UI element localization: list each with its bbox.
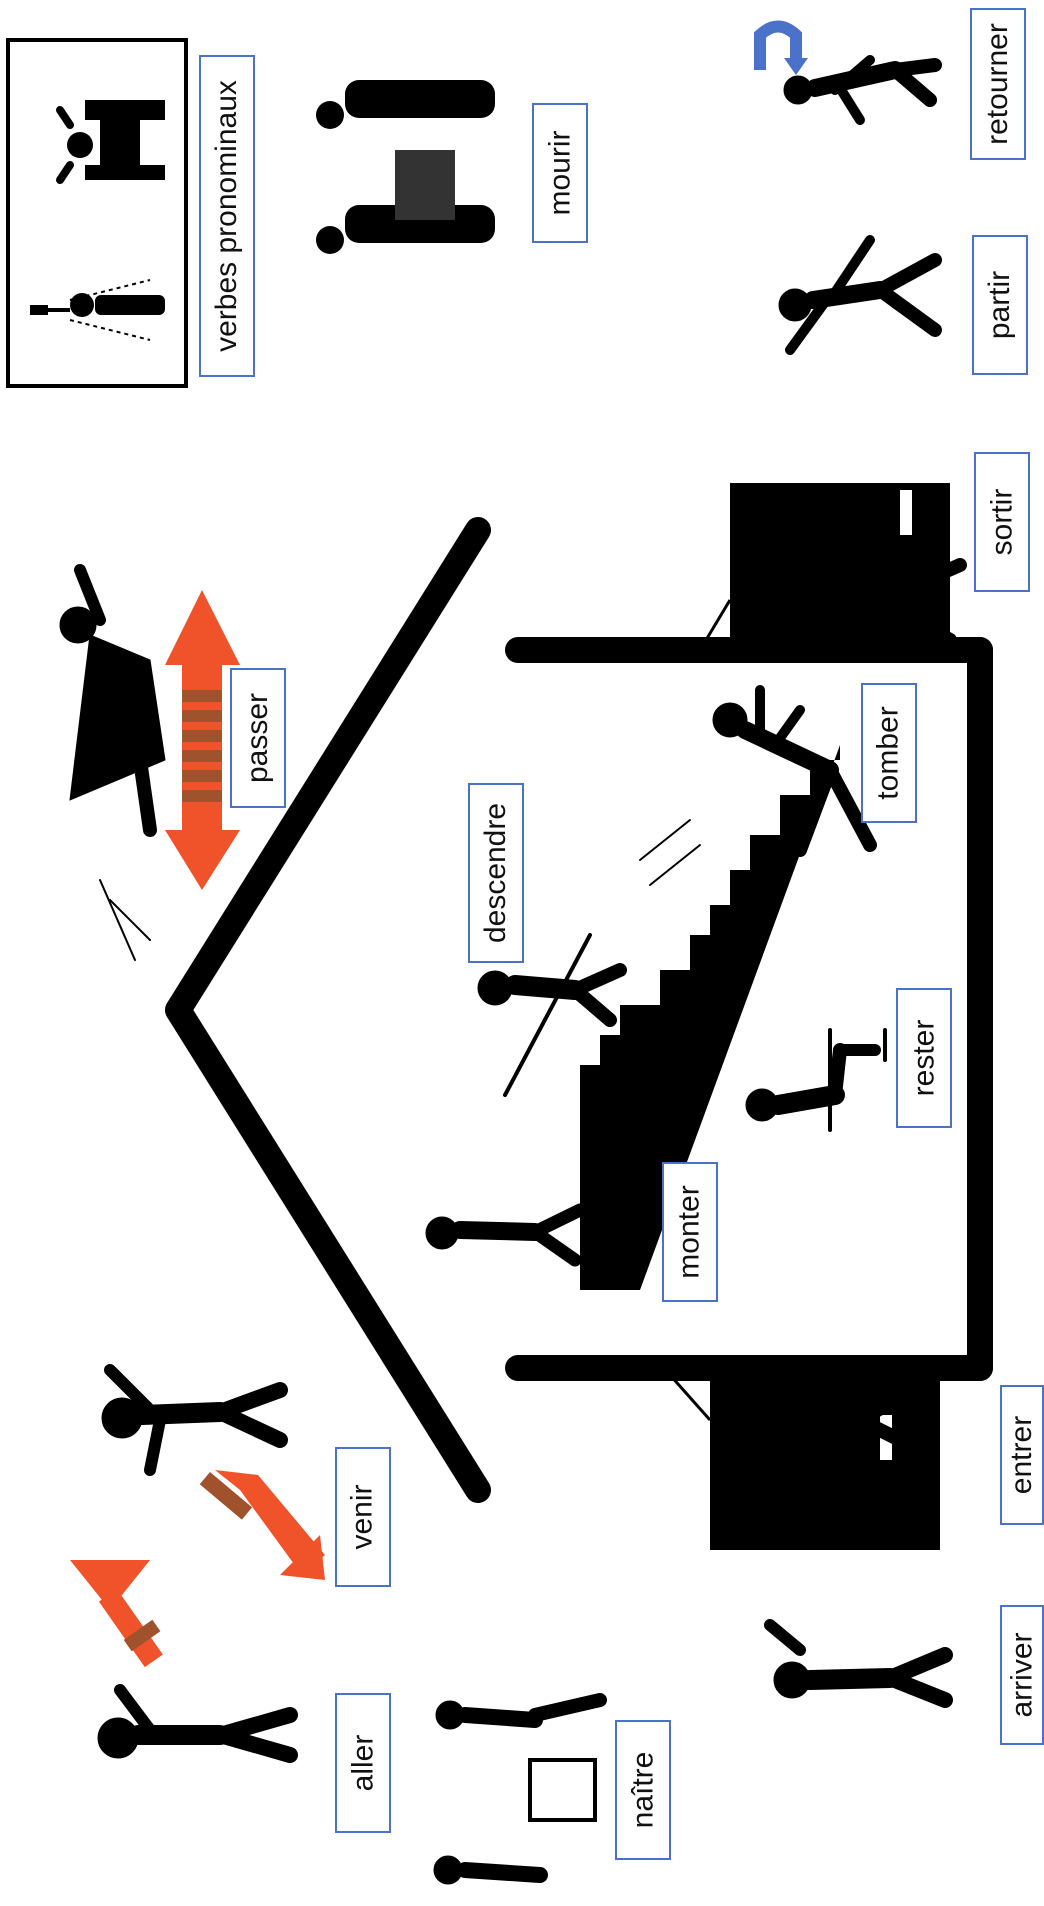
label-partir: partir	[972, 235, 1028, 375]
tumbling-person-icon	[639, 685, 877, 886]
label-sortir: sortir	[974, 452, 1030, 592]
descending-person-icon	[477, 933, 627, 1097]
label-arriver: arriver	[1000, 1605, 1044, 1745]
arriving-person-icon	[764, 1619, 953, 1708]
arrow-icon	[70, 1560, 163, 1668]
house-roof-icon	[165, 517, 491, 1503]
staircase-icon	[580, 745, 840, 1290]
bed-person-icon	[56, 100, 165, 184]
label-naitre: naître	[615, 1720, 671, 1860]
exiting-person-icon	[774, 558, 967, 647]
label-mourir: mourir	[532, 103, 588, 243]
label-descendre: descendre	[468, 783, 524, 963]
baby-crib-icon	[433, 1693, 607, 1885]
door-icon	[698, 483, 950, 663]
label-verbes-pronominaux: verbes pronominaux	[199, 55, 255, 377]
label-entrer: entrer	[1000, 1385, 1044, 1525]
sitting-person-icon	[745, 1028, 887, 1132]
funeral-people-icon	[316, 80, 495, 254]
arrow-icon	[199, 1470, 325, 1580]
walking-person-icon	[101, 1364, 288, 1476]
label-retourner: retourner	[970, 8, 1026, 160]
label-aller: aller	[335, 1693, 391, 1833]
return-arrow-icon	[754, 20, 808, 75]
shower-person-icon	[30, 279, 165, 341]
falling-person-icon	[783, 55, 942, 125]
double-arrow-icon	[165, 590, 240, 890]
walking-person-icon	[778, 235, 942, 355]
walking-person-icon	[97, 1684, 298, 1763]
entering-person-icon	[754, 1373, 937, 1457]
climbing-person-icon	[425, 1203, 587, 1267]
label-tomber: tomber	[861, 683, 917, 823]
label-rester: rester	[896, 988, 952, 1128]
pronominal-frame	[6, 38, 188, 388]
label-passer: passer	[230, 668, 286, 808]
label-venir: venir	[335, 1447, 391, 1587]
flying-person-icon	[59, 564, 166, 961]
label-monter: monter	[662, 1162, 718, 1302]
